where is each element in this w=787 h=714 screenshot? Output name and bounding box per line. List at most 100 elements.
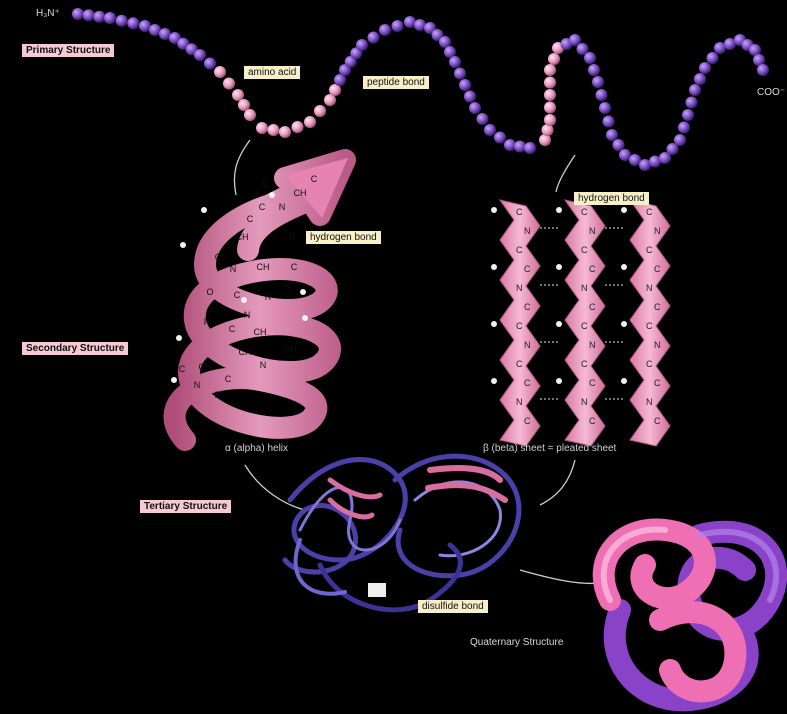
sheet-atom-label: C [524, 378, 531, 388]
svg-text:CH: CH [239, 347, 252, 357]
sheet-atom-label: C [516, 321, 523, 331]
residue-bead [459, 79, 471, 91]
residue-bead [127, 17, 139, 29]
sheet-atom-label: C [581, 207, 588, 217]
sheet-atom-label: N [646, 397, 653, 407]
secondary-structure-label: Secondary Structure [22, 342, 128, 355]
residue-bead [689, 84, 701, 96]
oxygen-atom [621, 264, 627, 270]
oxygen-atom [491, 378, 497, 384]
residue-bead [674, 134, 686, 146]
helix-hydrogen-bond-label: hydrogen bond [306, 231, 381, 244]
sheet-atom-label: C [516, 245, 523, 255]
svg-text:R: R [215, 390, 222, 400]
residue-bead [524, 142, 536, 154]
amino-acid-label: amino acid [244, 66, 300, 79]
residue-bead [279, 126, 291, 138]
sheet-atom-label: C [581, 245, 588, 255]
alpha-helix-ribbon [175, 158, 348, 440]
residue-bead [678, 122, 690, 134]
residue-bead [214, 66, 226, 78]
residue-bead [548, 53, 560, 65]
residue-bead [256, 122, 268, 134]
residue-bead [757, 64, 769, 76]
c-terminus-label: COO⁻ [757, 87, 785, 98]
sheet-atom-label: C [654, 416, 661, 426]
tertiary-structure-label: Tertiary Structure [140, 500, 231, 513]
residue-bead [268, 124, 280, 136]
sheet-atom-label: C [524, 264, 531, 274]
oxygen-atom [556, 207, 562, 213]
residue-bead [223, 78, 235, 90]
residue-bead [238, 99, 250, 111]
residue-bead [244, 109, 256, 121]
svg-text:R: R [265, 292, 272, 302]
svg-text:N: N [194, 380, 201, 390]
svg-text:C: C [179, 364, 186, 374]
oxygen-atom [621, 207, 627, 213]
svg-text:H: H [269, 232, 276, 242]
svg-text:O: O [179, 342, 186, 352]
svg-text:N: N [279, 202, 286, 212]
svg-text:C: C [247, 214, 254, 224]
residue-bead [454, 68, 466, 80]
residue-bead [699, 62, 711, 74]
residue-bead [686, 97, 698, 109]
residue-bead [707, 52, 719, 64]
residue-bead [682, 109, 694, 121]
sheet-atom-label: C [646, 207, 653, 217]
svg-text:C: C [311, 174, 318, 184]
sheet-atom-label: C [646, 321, 653, 331]
residue-bead [116, 15, 128, 27]
residue-bead [544, 77, 556, 89]
oxygen-atom [621, 378, 627, 384]
sheet-atom-label: C [589, 416, 596, 426]
residue-bead [544, 89, 556, 101]
residue-bead [484, 124, 496, 136]
residue-bead [477, 113, 489, 125]
residue-bead [694, 73, 706, 85]
sheet-atom-label: C [654, 378, 661, 388]
sheet-atom-label: C [589, 302, 596, 312]
residue-bead [542, 124, 554, 136]
svg-text:C: C [215, 252, 222, 262]
residue-bead [83, 9, 95, 21]
svg-text:C: C [234, 290, 241, 300]
svg-text:N: N [285, 282, 292, 292]
residue-bead [599, 102, 611, 114]
svg-text:C: C [291, 262, 298, 272]
quaternary-structure [604, 530, 776, 701]
oxygen-atom [621, 321, 627, 327]
residue-bead [494, 132, 506, 144]
sheet-atom-label: N [654, 226, 661, 236]
svg-text:C: C [229, 324, 236, 334]
primary-structure-label: Primary Structure [22, 44, 114, 57]
sheet-atom-label: N [516, 283, 523, 293]
residue-bead [544, 102, 556, 114]
sheet-atom-label: C [524, 416, 531, 426]
residue-bead [194, 49, 206, 61]
sheet-atom-label: N [524, 226, 531, 236]
residue-bead [584, 52, 596, 64]
residue-bead [104, 12, 116, 24]
svg-text:C: C [259, 202, 266, 212]
tertiary-structure [285, 456, 519, 610]
peptide-bond-label: peptide bond [363, 76, 429, 89]
sheet-atom-label: N [589, 340, 596, 350]
residue-bead [379, 24, 391, 36]
residue-bead [464, 91, 476, 103]
residue-bead [613, 139, 625, 151]
sheet-atom-label: C [654, 264, 661, 274]
residue-bead [596, 89, 608, 101]
residue-bead [588, 64, 600, 76]
sheet-atom-label: C [589, 264, 596, 274]
sheet-atom-label: N [654, 340, 661, 350]
sheet-atom-label: N [524, 340, 531, 350]
sheet-atom-label: C [516, 207, 523, 217]
residue-bead [544, 64, 556, 76]
sheet-atom-label: N [581, 397, 588, 407]
svg-text:R: R [204, 317, 211, 327]
residue-bead [292, 121, 304, 133]
residue-bead [314, 105, 326, 117]
